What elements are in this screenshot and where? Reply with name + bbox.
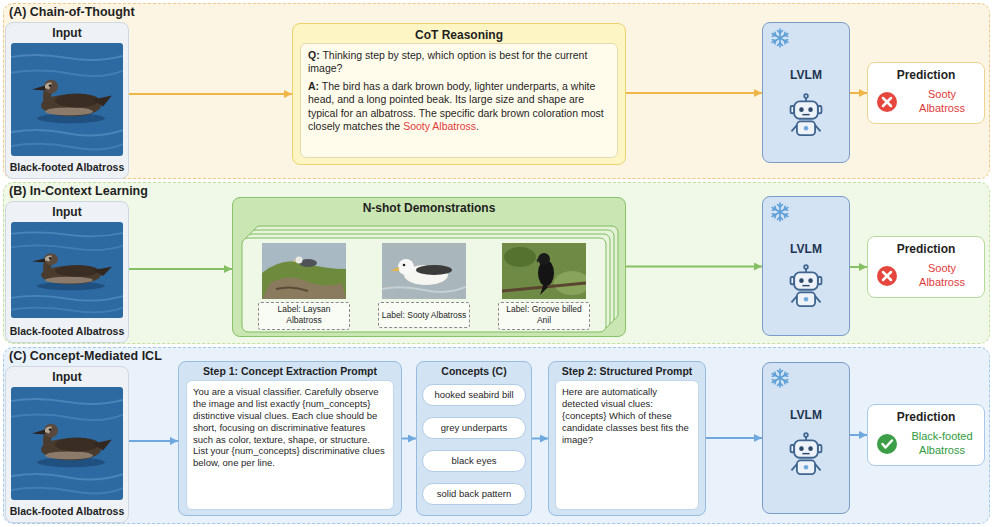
panel-label: Input [6, 205, 128, 220]
box-title: Step 1: Concept Extraction Prompt [179, 365, 401, 378]
model-box: LVLM [762, 196, 850, 336]
band-title: (A) Chain-of-Thought [9, 5, 409, 21]
image-caption: Black-footed Albatross [7, 161, 127, 174]
concepts-box: hooked seabird bill grey underparts black … [416, 361, 532, 516]
step-box: You are a visual classifier. Carefully o… [178, 361, 402, 516]
model-name: LVLM [763, 68, 849, 83]
prompt-text-box: Q: Thinking step by step, which option i… [300, 43, 618, 158]
prediction-value: Sooty Albatross [904, 262, 980, 290]
box-title: CoT Reasoning [293, 28, 625, 43]
demo-label-text: Label: Sooty Albatross [381, 310, 467, 321]
prompt-text-box: Here are automatically detected visual c… [555, 380, 699, 510]
prediction-value: Sooty Albatross [904, 88, 980, 116]
band-title: (B) In-Context Learning [9, 184, 409, 200]
concept-text: solid back pattern [425, 488, 523, 500]
input-panel: InputBlack-footed Albatross [5, 201, 129, 343]
band-title: (C) Concept-Mediated ICL [9, 349, 409, 365]
box-title: Step 2: Structured Prompt [549, 365, 705, 378]
panel-label: Input [6, 26, 128, 41]
model-name: LVLM [763, 408, 849, 423]
prompt-text: A: The bird has a dark brown body, light… [308, 80, 610, 133]
demo-label-text: Label: Groove billed Anil [501, 304, 587, 325]
concept-text: grey underparts [425, 422, 523, 434]
prediction-value: Black-footed Albatross [904, 430, 980, 458]
prompt-text: Here are automatically detected visual c… [562, 386, 692, 445]
section-band: InputBlack-footed AlbatrossLabel: Laysan… [3, 182, 990, 344]
prediction-heading: Prediction [868, 242, 984, 257]
section-band: InputBlack-footed Albatross You are a vis… [3, 347, 990, 524]
prompt-box: Q: Thinking step by step, which option i… [292, 23, 626, 165]
concept-pill: black eyes [422, 450, 526, 472]
prediction-heading: Prediction [868, 68, 984, 83]
input-panel: InputBlack-footed Albatross [5, 22, 129, 179]
prompt-text-box: You are a visual classifier. Carefully o… [186, 380, 394, 510]
panel-label: Input [6, 370, 128, 385]
model-name: LVLM [763, 242, 849, 257]
demo-box: Label: Laysan Albatross Label: Sooty Alba… [232, 197, 626, 337]
model-box: LVLM [762, 22, 850, 163]
concept-pill: hooked seabird bill [422, 384, 526, 406]
box-title: N-shot Demonstrations [233, 201, 625, 216]
demo-label-text: Label: Laysan Albatross [261, 304, 347, 325]
model-box: LVLM [762, 362, 850, 514]
concept-pill: solid back pattern [422, 483, 526, 505]
concept-text: black eyes [425, 455, 523, 467]
prediction-box: PredictionSooty Albatross [867, 62, 985, 124]
input-panel: InputBlack-footed Albatross [5, 366, 129, 523]
image-caption: Black-footed Albatross [7, 505, 127, 518]
step-box: Here are automatically detected visual c… [548, 361, 706, 516]
image-caption: Black-footed Albatross [7, 325, 127, 338]
prediction-box: PredictionBlack-footed Albatross [867, 404, 985, 466]
prompt-text: Q: Thinking step by step, which option i… [308, 49, 610, 75]
demo-label: Label: Sooty Albatross [378, 302, 470, 328]
demo-label: Label: Groove billed Anil [498, 302, 590, 330]
concept-pill: grey underparts [422, 417, 526, 439]
demo-label: Label: Laysan Albatross [258, 302, 350, 330]
prompt-text: You are a visual classifier. Carefully o… [193, 386, 387, 469]
section-band: InputBlack-footed Albatross Q: Thinking s… [3, 3, 990, 179]
box-title: Concepts (C) [417, 365, 531, 378]
prediction-heading: Prediction [868, 410, 984, 425]
concept-text: hooked seabird bill [425, 389, 523, 401]
prediction-box: PredictionSooty Albatross [867, 236, 985, 298]
